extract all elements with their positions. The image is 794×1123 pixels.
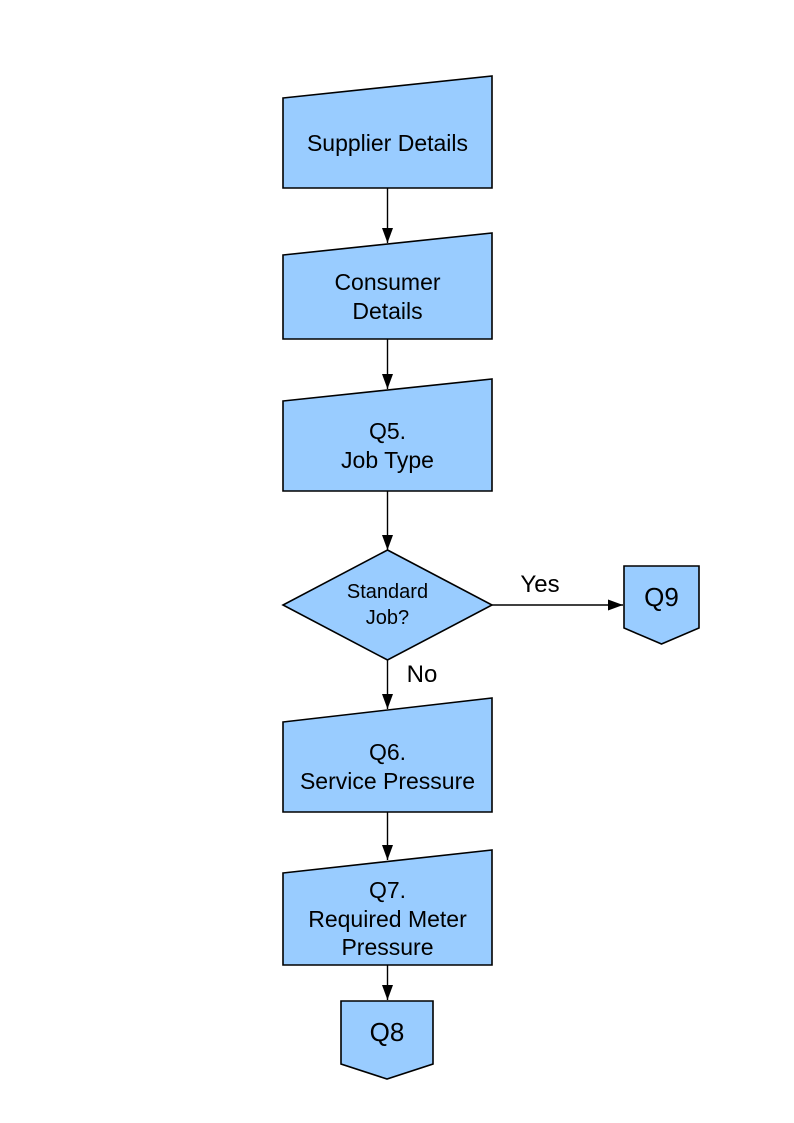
- node-shape-q5-job-type: [282, 378, 493, 492]
- node-shape-consumer-details: [282, 232, 493, 340]
- node-label-standard-job-decision: Standard Job?: [346, 581, 429, 629]
- node-label-q5-job-type: Q5. Job Type: [341, 418, 434, 473]
- node-label-q6-service-pressure: Q6. Service Pressure: [299, 739, 476, 794]
- node-shape-q9-offpage-connector: [623, 565, 700, 645]
- node-shape-q7-required-meter-pressure: [282, 849, 493, 966]
- node-label-q7-required-meter-pressure: Q7. Required Meter Pressure: [308, 876, 467, 961]
- node-shape-q8-offpage-connector: [340, 1000, 434, 1080]
- node-label-supplier-details: Supplier Details: [306, 129, 469, 156]
- node-shape-standard-job-decision: [281, 549, 494, 661]
- node-shape-q6-service-pressure: [282, 697, 493, 813]
- node-label-consumer-details: Consumer Details: [334, 269, 441, 324]
- node-label-q9: Q9: [644, 581, 679, 612]
- edge-label-no: No: [406, 661, 438, 688]
- node-shape-supplier-details: [282, 75, 493, 189]
- node-label-q8: Q8: [369, 1017, 405, 1048]
- edge-label-yes: Yes: [520, 571, 560, 598]
